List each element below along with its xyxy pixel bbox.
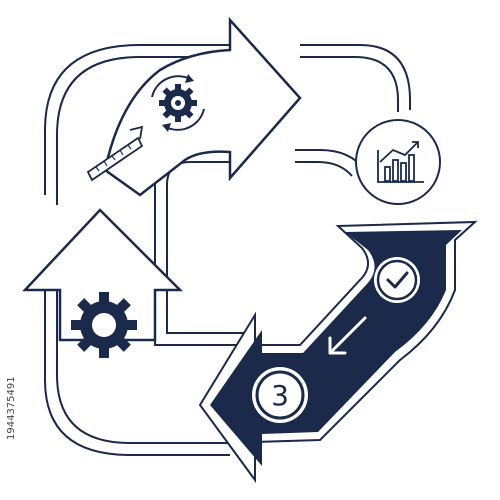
loop-track-inner [56, 56, 399, 205]
inner-track-outer [154, 149, 366, 280]
inner-track-inner [166, 161, 353, 280]
loop-track-bottom-outer [44, 290, 230, 456]
left-up-arrow [22, 208, 184, 342]
number-badge-icon: 3 [252, 367, 308, 423]
loop-track-bottom-inner [56, 290, 228, 444]
bar-chart-icon [355, 119, 441, 205]
inner-track-left-low [154, 290, 255, 346]
ruler-icon [86, 125, 144, 182]
stock-id: 1944375491 [6, 376, 17, 440]
step-number: 3 [271, 379, 289, 412]
loop-track-outer [44, 44, 411, 195]
down-left-arrow-icon [328, 316, 367, 355]
gear-cycle-icon [151, 74, 205, 132]
checkmark-icon [386, 271, 409, 289]
checkmark-badge [374, 257, 420, 303]
inner-track-left-low-in [166, 290, 255, 334]
navy-arrow [198, 220, 478, 484]
gear-icon [71, 292, 137, 358]
top-arrow [103, 16, 302, 197]
